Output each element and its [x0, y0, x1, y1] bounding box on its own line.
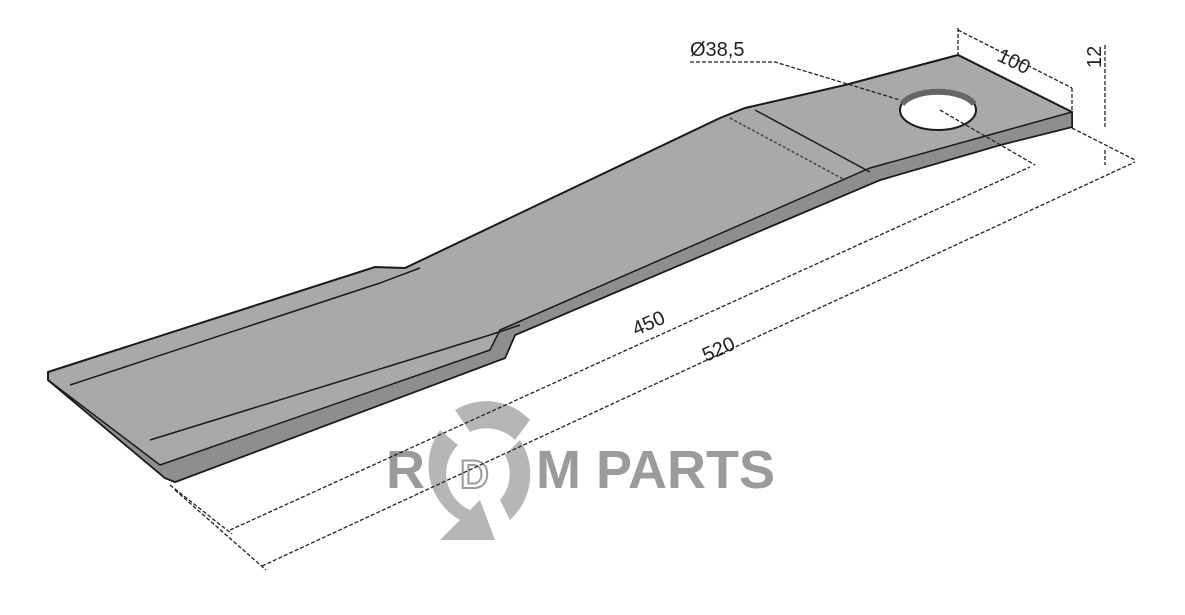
hole-to-tip-label: 450 — [629, 307, 668, 341]
dimension-lines — [169, 28, 1136, 571]
hole-diameter-label: Ø38,5 — [690, 39, 744, 61]
watermark-m-parts: M PARTS — [536, 440, 775, 500]
watermark-d: D — [460, 453, 489, 497]
recycle-arrow-icon — [428, 430, 495, 540]
recycle-arrow-icon — [455, 401, 530, 440]
width-label: 100 — [994, 45, 1034, 79]
thickness-label: 12 — [1084, 46, 1106, 68]
rdm-logo-watermark: R D M PARTS — [386, 401, 775, 540]
blade — [47, 53, 1073, 484]
recycle-arrow-icon — [500, 440, 531, 520]
overall-length-label: 520 — [699, 333, 738, 367]
watermark-r: R — [386, 440, 425, 500]
